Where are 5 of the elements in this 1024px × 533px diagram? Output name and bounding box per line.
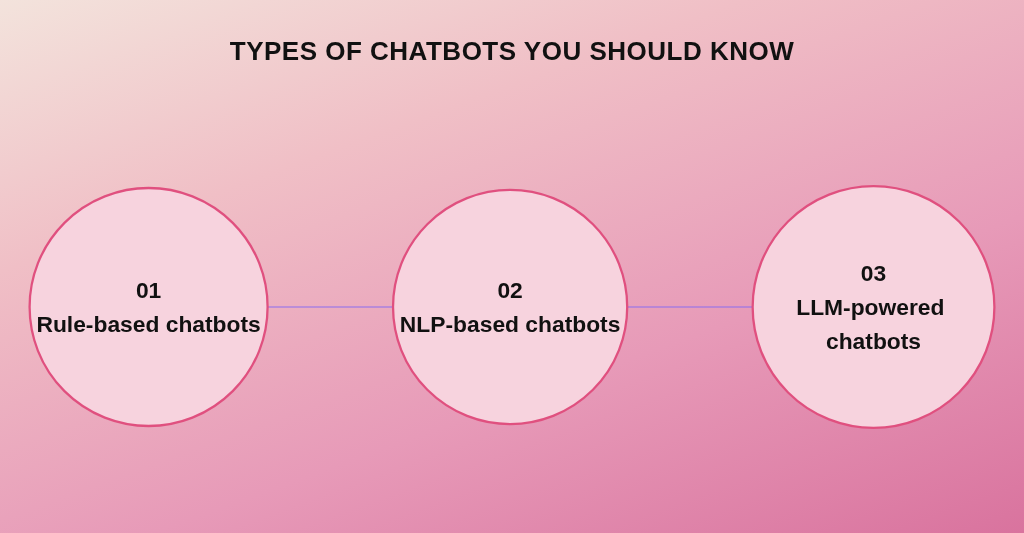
node-circle: 02 NLP-based chatbots bbox=[391, 188, 629, 425]
connector bbox=[267, 305, 394, 308]
node-circle: 03 LLM-powered chatbots bbox=[751, 184, 996, 429]
node-circle: 01 Rule-based chatbots bbox=[28, 186, 269, 427]
title: TYPES OF CHATBOTS YOU SHOULD KNOW bbox=[229, 36, 795, 66]
